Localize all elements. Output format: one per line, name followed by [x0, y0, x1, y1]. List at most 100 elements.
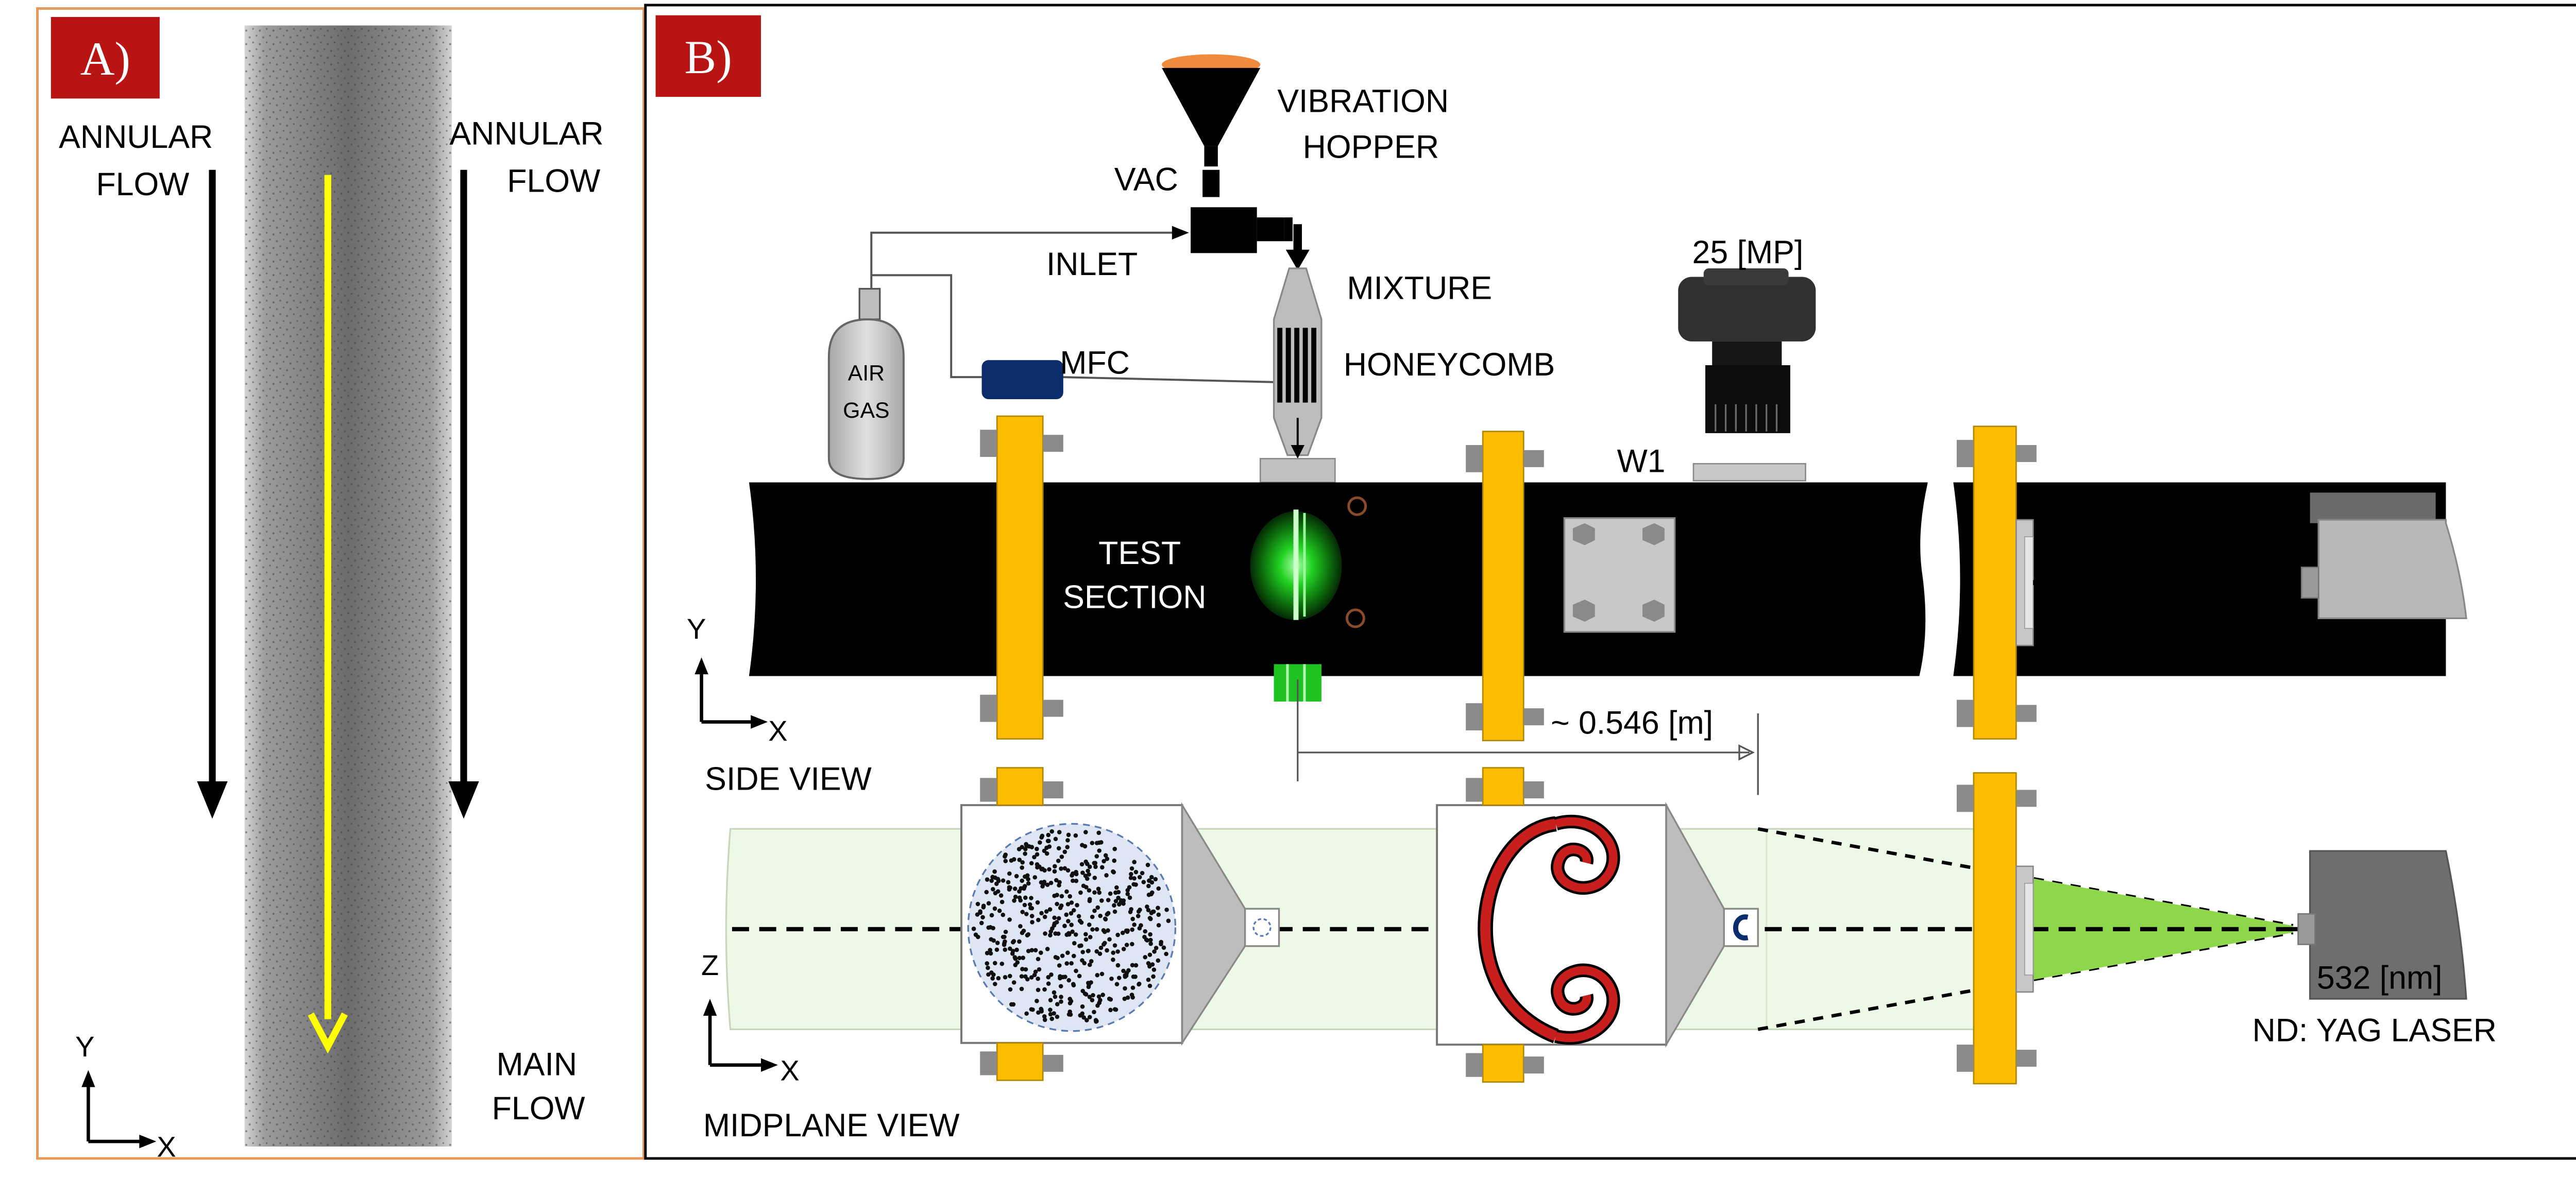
particle-dot	[1039, 911, 1044, 916]
honeycomb-grid	[1277, 328, 1317, 403]
particle-dot	[1065, 902, 1071, 907]
particle-dot	[1078, 890, 1083, 895]
particle-dot	[1048, 929, 1054, 934]
particle-dot	[1070, 878, 1075, 883]
particle-dot	[1029, 845, 1035, 849]
tank-label-gas: GAS	[843, 398, 890, 423]
particle-dot	[1020, 910, 1025, 914]
particle-dot	[1147, 952, 1153, 957]
particle-dot	[1037, 967, 1042, 972]
panel-b-tag: B)	[685, 31, 732, 83]
particle-dot	[1058, 984, 1063, 988]
bolt-br	[1642, 600, 1665, 622]
particle-dot	[1080, 988, 1086, 994]
particle-dot	[1017, 895, 1022, 900]
particle-dot	[996, 878, 1001, 883]
midplane-view-label: MIDPLANE VIEW	[703, 1107, 960, 1143]
particle-dot	[1150, 962, 1155, 967]
particle-dot	[1047, 867, 1052, 872]
vortex-ring	[1478, 814, 1620, 1045]
particle-dot	[1026, 932, 1031, 937]
vortex-box	[1436, 804, 1668, 1046]
particle-dot	[1019, 886, 1024, 891]
particle-dot	[1008, 987, 1013, 992]
hopper-neck	[1204, 146, 1218, 167]
vortex-icon	[1733, 914, 1749, 941]
particle-dot	[1099, 898, 1104, 903]
particle-dot	[1147, 878, 1151, 883]
particle-dot	[989, 878, 994, 883]
particle-dot	[1098, 945, 1104, 950]
panel-a-axis-x-label: X	[157, 1131, 176, 1163]
particle-dot	[993, 891, 998, 896]
particle-dot	[1094, 949, 1099, 954]
particle-dot	[1132, 860, 1137, 864]
particle-dot	[1053, 954, 1058, 960]
camera	[1678, 268, 1816, 433]
particle-dot	[1053, 994, 1058, 999]
particle-dot	[1127, 895, 1132, 900]
particle-dot	[1038, 840, 1042, 845]
particle-dot	[1017, 939, 1022, 944]
particle-dot	[1082, 844, 1088, 849]
particle-dot	[1156, 886, 1161, 891]
particle-dot	[1042, 848, 1047, 853]
particle-dot	[1077, 974, 1082, 979]
particle-dot	[975, 912, 980, 917]
particle-dot	[1097, 848, 1101, 853]
particle-dot	[1112, 943, 1117, 948]
particle-dot	[1096, 994, 1101, 999]
gas-line-inlet	[870, 231, 1186, 289]
particle-dot	[1052, 923, 1057, 928]
particle-dot	[1032, 855, 1037, 860]
side-laser-unit	[2300, 492, 2467, 620]
particle-dot	[1041, 881, 1046, 886]
particle-dot	[975, 901, 980, 907]
particle-dot	[1010, 949, 1015, 953]
particle-dot	[1062, 849, 1067, 855]
particle-dot	[1065, 868, 1071, 873]
main-flow-line1: MAIN	[497, 1046, 578, 1082]
particle-dot	[992, 961, 997, 966]
particle-dot	[1092, 890, 1097, 895]
particle-dot	[1059, 995, 1063, 999]
particle-dot	[1112, 846, 1117, 851]
vortex-icon-box	[1723, 908, 1759, 947]
particle-dot	[1102, 929, 1107, 934]
panel-a-axis-y-head	[81, 1070, 95, 1087]
particle-dot	[1088, 935, 1093, 940]
particle-dot	[1083, 932, 1088, 937]
particle-dot	[1049, 972, 1054, 977]
bolt-bl	[1572, 600, 1595, 622]
particle-dot	[1014, 947, 1019, 952]
particle-dot	[1069, 999, 1074, 1003]
particle-dot	[1066, 978, 1071, 983]
particle-dot	[1066, 832, 1071, 838]
particle-dot	[1143, 954, 1148, 960]
particle-dot	[1067, 894, 1072, 899]
particle-dot	[1073, 833, 1078, 838]
gas-line-inlet-arrow	[1172, 226, 1189, 240]
particle-dot	[1011, 857, 1016, 862]
particle-dot	[1070, 929, 1075, 934]
side-flange-3	[1956, 425, 2037, 740]
particle-dot	[991, 887, 995, 892]
particle-dot	[1052, 990, 1057, 995]
particle-dot	[1056, 846, 1061, 851]
test-section-label-line2: SECTION	[1063, 579, 1206, 616]
particle-dot	[1083, 830, 1088, 834]
particle-dot	[1032, 875, 1038, 880]
particle-dot	[1029, 914, 1035, 918]
particle-dot	[1130, 963, 1135, 968]
particle-dot	[1113, 890, 1118, 895]
side-axis-x-head	[751, 715, 768, 729]
particle-dot	[1058, 906, 1063, 910]
particle-dot	[1064, 961, 1070, 966]
particle-dot	[1145, 938, 1149, 943]
particle-dot	[1075, 903, 1079, 908]
particle-dot	[1042, 1017, 1047, 1022]
particle-icon	[1252, 918, 1272, 937]
particle-dot	[1156, 906, 1160, 910]
particle-dot	[1027, 902, 1032, 907]
particle-dot	[981, 903, 986, 908]
